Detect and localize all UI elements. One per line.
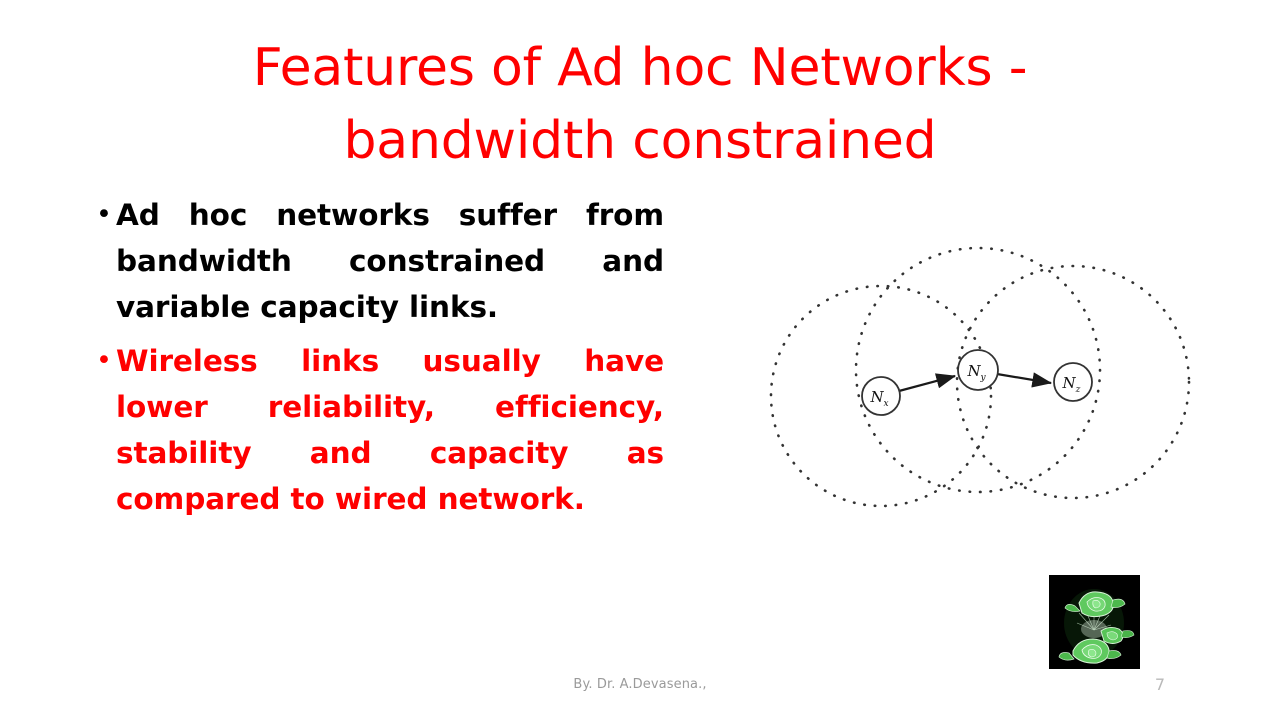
list-item: • Wireless links usually have lower reli… bbox=[96, 338, 664, 522]
fiber-core-glow bbox=[1081, 620, 1107, 638]
node-ny bbox=[957, 349, 999, 391]
footer-author: By. Dr. A.Devasena., bbox=[573, 677, 707, 692]
list-item: • Ad hoc networks suffer from bandwidth … bbox=[96, 192, 664, 330]
link-nx-ny bbox=[898, 373, 957, 393]
rose-top bbox=[1064, 591, 1126, 618]
range-circle-nx bbox=[769, 284, 993, 508]
node-ny-label: N bbox=[966, 362, 981, 380]
range-circle-ny bbox=[854, 246, 1102, 494]
link-ny-nz bbox=[996, 372, 1053, 388]
page-number: 7 bbox=[1154, 675, 1166, 694]
rose-right bbox=[1100, 626, 1135, 644]
decorative-photo bbox=[1049, 575, 1140, 669]
bullet-marker-icon: • bbox=[96, 199, 112, 230]
bullet-marker-icon: • bbox=[96, 345, 112, 376]
bullet-text: Wireless links usually have lower reliab… bbox=[116, 344, 664, 516]
page-title: Features of Ad hoc Networks - bandwidth … bbox=[252, 38, 1028, 171]
node-nz-label: N bbox=[1061, 374, 1076, 392]
rose-bottom bbox=[1058, 638, 1122, 664]
bullet-list: • Ad hoc networks suffer from bandwidth … bbox=[96, 192, 664, 530]
transmission-range-circles bbox=[769, 246, 1191, 508]
network-nodes: N x N y N z bbox=[861, 349, 1093, 416]
node-nx-label: N bbox=[869, 388, 884, 406]
node-nx bbox=[861, 376, 901, 416]
node-ny-subscript: y bbox=[979, 373, 986, 383]
network-links bbox=[898, 372, 1053, 393]
bullet-text: Ad hoc networks suffer from bandwidth co… bbox=[116, 198, 664, 324]
range-circle-nz bbox=[955, 264, 1191, 500]
network-diagram-svg: N x N y N z bbox=[769, 246, 1191, 508]
node-nz-subscript: z bbox=[1075, 385, 1081, 395]
node-nx-subscript: x bbox=[883, 399, 888, 409]
node-nz bbox=[1053, 362, 1093, 402]
network-diagram: N x N y N z bbox=[745, 225, 1215, 535]
fiber-optic-roses-image bbox=[1049, 575, 1140, 669]
